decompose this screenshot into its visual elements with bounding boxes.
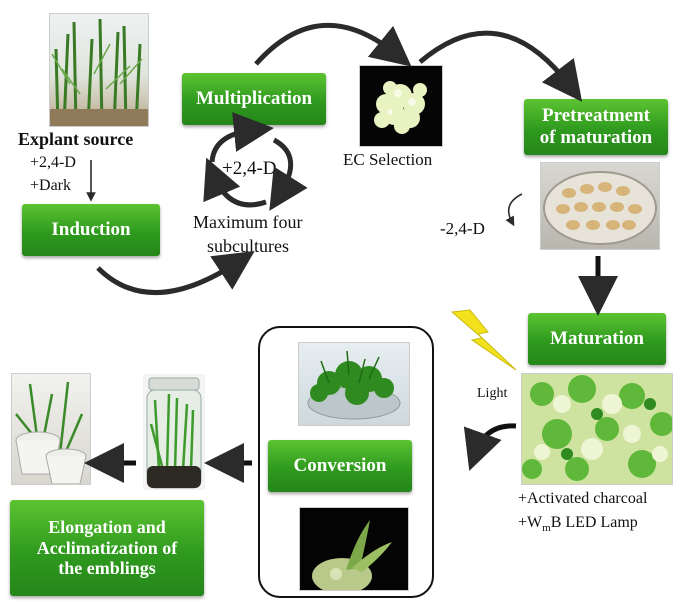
maturation-label: Maturation <box>550 328 644 350</box>
pretreatment-label-line2: of maturation <box>539 127 653 148</box>
jar-plantlets-photo <box>143 374 205 490</box>
conversion-label: Conversion <box>293 455 387 477</box>
activated-charcoal-label: +Activated charcoal <box>518 490 648 507</box>
led-lamp-suffix: B LED Lamp <box>550 514 638 531</box>
led-lamp-label: +WmB LED Lamp <box>518 514 638 534</box>
culture-jar-image <box>146 377 202 489</box>
maturation-box: Maturation <box>528 313 666 365</box>
cycle-arrow-bottom <box>203 157 267 208</box>
conversion-frame <box>258 326 434 598</box>
explant-source-photo <box>50 14 148 126</box>
cycle-arrow-top <box>209 112 274 163</box>
led-lamp-prefix: +W <box>518 514 543 531</box>
multiplication-to-ec-arrow <box>254 22 412 67</box>
dark-label: +Dark <box>30 177 72 194</box>
multiplication-label: Multiplication <box>195 88 313 110</box>
elongation-label-line1: Elongation and <box>48 516 166 537</box>
conversion-box: Conversion <box>268 440 412 492</box>
conversion-plantlets-photo <box>299 343 409 425</box>
ec-to-pretreatment-arrow <box>418 30 583 102</box>
ec-selection-label: EC Selection <box>343 150 433 169</box>
germinated-plantlets-image <box>307 350 401 420</box>
minus-24d-arrow <box>505 193 523 227</box>
minus-24d-label: -2,4-D <box>440 219 485 238</box>
cycle-arrow-right <box>269 137 308 211</box>
ec-selection-photo <box>360 66 442 146</box>
elongation-box: Elongation and Acclimatization of the em… <box>10 500 204 596</box>
induction-box: Induction <box>22 204 160 256</box>
max-subcultures-line1: Maximum four <box>193 212 303 232</box>
pretreatment-box: Pretreatment of maturation <box>524 99 668 155</box>
embryo-closeup-image <box>312 520 392 590</box>
led-lamp-subscript: m <box>542 522 551 535</box>
pretreatment-label-line1: Pretreatment <box>542 105 650 127</box>
explant-source-label: Explant source <box>18 129 134 149</box>
sugarcane-plantlets-image <box>50 18 148 126</box>
plus-24d-label: +2,4-D <box>30 154 76 171</box>
lightning-icon <box>450 309 517 371</box>
elongation-label-line3: the emblings <box>58 558 156 579</box>
maturation-to-conversion-arrow <box>463 423 517 471</box>
germinating-embryo-photo <box>300 508 408 590</box>
pretreatment-dish-photo <box>541 163 659 249</box>
embryogenic-callus-image <box>374 81 427 134</box>
maturing-embryos-image <box>522 374 672 484</box>
light-label: Light <box>477 386 508 401</box>
induction-to-multiplication-arrow <box>96 250 255 296</box>
multiplication-box: Multiplication <box>182 73 326 125</box>
induction-label: Induction <box>51 219 131 241</box>
maturation-photo <box>522 374 672 484</box>
petri-dish-image <box>543 171 657 245</box>
elongation-label-line2: Acclimatization of <box>36 537 178 558</box>
